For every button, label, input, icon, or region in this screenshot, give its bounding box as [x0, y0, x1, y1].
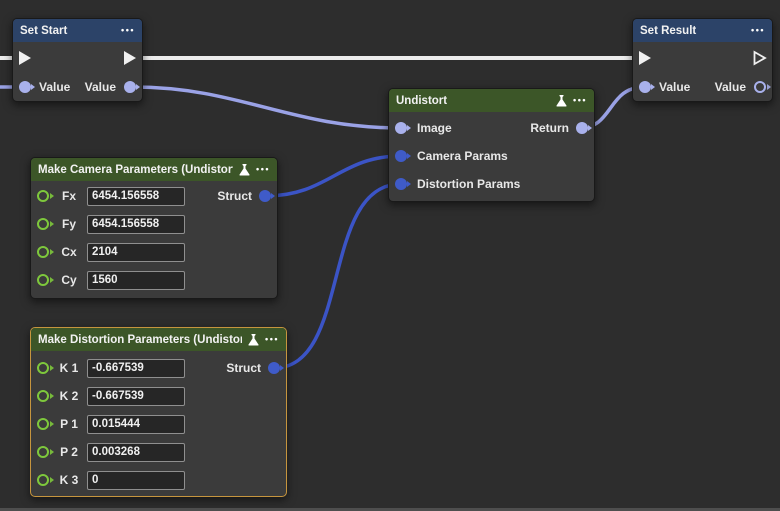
pin-row-camera-params: Camera Params [389, 142, 594, 170]
wire-value-start-to-image[interactable] [131, 85, 403, 130]
value-in-label: Value [659, 79, 691, 94]
image-label: Image [417, 121, 452, 135]
param-row-cx: Cx [31, 238, 277, 266]
k3-input[interactable] [87, 470, 185, 490]
param-row-p2: P 2 [31, 438, 286, 466]
node-make-camera-parameters[interactable]: Make Camera Parameters (Undistort) ••• F… [30, 157, 278, 299]
exec-in-pin[interactable] [638, 50, 652, 66]
node-undistort[interactable]: Undistort ••• Image Return Camera Params [388, 88, 595, 202]
camera-params-label: Camera Params [417, 149, 508, 163]
param-row-cy: Cy [31, 266, 277, 294]
exec-out-pin[interactable] [753, 49, 767, 66]
return-label: Return [530, 121, 569, 135]
wire-distortion-struct-to-distortion-params[interactable] [272, 182, 403, 370]
cy-input[interactable] [87, 270, 185, 290]
p2-label: P 2 [60, 445, 78, 459]
flask-icon [239, 164, 250, 176]
node-title: Set Start [20, 24, 68, 37]
param-row-fy: Fy [31, 210, 277, 238]
value-out-pin[interactable] [754, 80, 766, 93]
k3-in-pin[interactable] [37, 474, 49, 486]
cx-label: Cx [61, 245, 77, 259]
value-out-pin[interactable] [124, 80, 136, 93]
p2-input[interactable] [87, 442, 185, 462]
node-make-distortion-parameters[interactable]: Make Distortion Parameters (Undistort) •… [30, 327, 287, 497]
k1-in-pin[interactable] [37, 362, 49, 374]
distortion-params-in-pin[interactable] [395, 178, 407, 190]
more-icon[interactable]: ••• [256, 164, 270, 174]
fy-in-pin[interactable] [37, 218, 49, 230]
node-title: Make Camera Parameters (Undistort) [38, 163, 234, 176]
value-row: Value Value [13, 72, 142, 101]
return-out-pin[interactable] [576, 122, 588, 134]
param-row-p1: P 1 [31, 410, 286, 438]
more-icon[interactable]: ••• [121, 25, 135, 35]
struct-out-pin[interactable] [259, 190, 271, 202]
node-make-camera-header[interactable]: Make Camera Parameters (Undistort) ••• [31, 158, 277, 181]
more-icon[interactable]: ••• [573, 95, 587, 105]
k1-input[interactable] [87, 358, 185, 378]
p2-in-pin[interactable] [37, 446, 49, 458]
value-in-pin[interactable] [639, 80, 651, 93]
node-set-result-header[interactable]: Set Result ••• [633, 19, 772, 42]
node-title: Set Result [640, 24, 697, 37]
p1-in-pin[interactable] [37, 418, 49, 430]
struct-label: Struct [217, 189, 252, 203]
cy-label: Cy [61, 273, 77, 287]
k2-in-pin[interactable] [37, 390, 49, 402]
value-in-pin[interactable] [19, 80, 31, 93]
fy-input[interactable] [87, 214, 185, 234]
cx-in-pin[interactable] [37, 246, 49, 258]
k2-input[interactable] [87, 386, 185, 406]
param-row-k1: K 1 Struct [31, 354, 286, 382]
image-in-pin[interactable] [395, 122, 407, 134]
exec-in-pin[interactable] [18, 50, 32, 66]
value-in-label: Value [39, 79, 71, 94]
more-icon[interactable]: ••• [265, 334, 279, 344]
k2-label: K 2 [59, 389, 79, 403]
node-set-result[interactable]: Set Result ••• Value Value [632, 18, 773, 102]
cy-in-pin[interactable] [37, 274, 49, 286]
struct-out-pin[interactable] [268, 362, 280, 374]
bottom-scrollbar-track[interactable] [0, 508, 780, 511]
k1-label: K 1 [59, 361, 79, 375]
node-make-distortion-header[interactable]: Make Distortion Parameters (Undistort) •… [31, 328, 286, 351]
distortion-params-label: Distortion Params [417, 177, 521, 191]
wire-camera-struct-to-camera-params[interactable] [264, 154, 403, 198]
more-icon[interactable]: ••• [751, 25, 765, 35]
node-title: Undistort [396, 94, 448, 107]
param-row-fx: Fx Struct [31, 182, 277, 210]
node-set-start[interactable]: Set Start ••• Value Value [12, 18, 143, 102]
fx-in-pin[interactable] [37, 190, 49, 202]
fx-label: Fx [61, 189, 76, 203]
exec-row [633, 43, 772, 72]
pin-row-image: Image Return [389, 114, 594, 142]
fx-input[interactable] [87, 186, 185, 206]
value-row: Value Value [633, 72, 772, 101]
p1-input[interactable] [87, 414, 185, 434]
exec-out-pin[interactable] [123, 50, 137, 66]
p1-label: P 1 [60, 417, 78, 431]
pin-row-distortion-params: Distortion Params [389, 170, 594, 198]
flask-icon [248, 334, 259, 346]
param-row-k2: K 2 [31, 382, 286, 410]
value-out-label: Value [84, 79, 116, 94]
node-title: Make Distortion Parameters (Undistort) [38, 333, 243, 346]
cx-input[interactable] [87, 242, 185, 262]
flask-icon [556, 95, 567, 107]
node-undistort-header[interactable]: Undistort ••• [389, 89, 594, 112]
camera-params-in-pin[interactable] [395, 150, 407, 162]
exec-row [13, 43, 142, 72]
k3-label: K 3 [59, 473, 79, 487]
struct-label: Struct [226, 361, 261, 375]
fy-label: Fy [61, 217, 76, 231]
node-set-start-header[interactable]: Set Start ••• [13, 19, 142, 42]
param-row-k3: K 3 [31, 466, 286, 494]
value-out-label: Value [714, 79, 746, 94]
